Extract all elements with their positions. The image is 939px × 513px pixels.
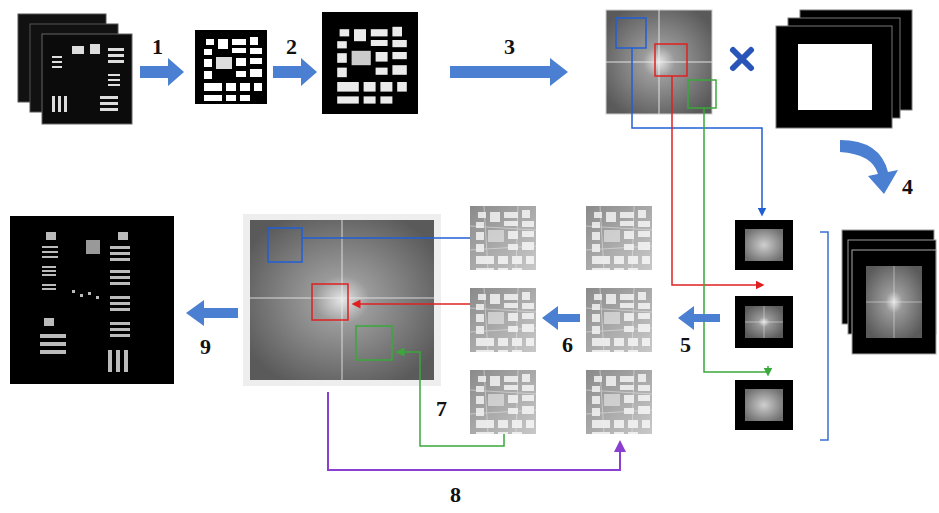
callout-number: 6 <box>562 334 573 356</box>
callout-number: 9 <box>200 336 211 358</box>
callout-number: 4 <box>902 176 913 198</box>
callout-number: 1 <box>152 36 163 58</box>
callout-number: 2 <box>286 36 297 58</box>
callout-number: 5 <box>680 334 691 356</box>
callout-number: 3 <box>504 36 515 58</box>
callout-number: 8 <box>450 484 461 506</box>
callout-number: 7 <box>436 398 447 420</box>
